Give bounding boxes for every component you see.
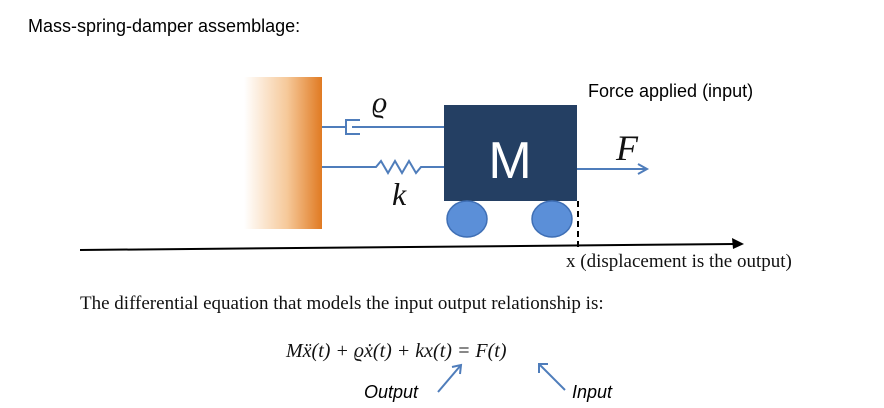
description-text: The differential equation that models th… (80, 293, 604, 314)
wheel-left (446, 200, 488, 238)
axis-caption: x (displacement is the output) (566, 251, 792, 272)
wall (244, 77, 322, 229)
page-title: Mass-spring-damper assemblage: (28, 16, 301, 36)
force-symbol: F (615, 128, 639, 168)
force-label: Force applied (input) (588, 81, 754, 101)
force-arrow (577, 163, 650, 175)
equation: Mẍ(t) + ϱẋ(t) + kx(t) = F(t) (286, 340, 507, 362)
output-arrow (437, 363, 463, 393)
damper-symbol: ϱ (372, 86, 387, 119)
ground-axis (79, 238, 744, 251)
wheel-right (531, 200, 573, 238)
mass-block (444, 105, 577, 201)
output-label: Output (364, 382, 419, 402)
spring (322, 159, 444, 175)
mass-label: M (488, 132, 531, 190)
input-label: Input (572, 382, 613, 402)
input-arrow (538, 363, 566, 391)
spring-symbol: k (392, 176, 407, 212)
damper (322, 119, 444, 135)
